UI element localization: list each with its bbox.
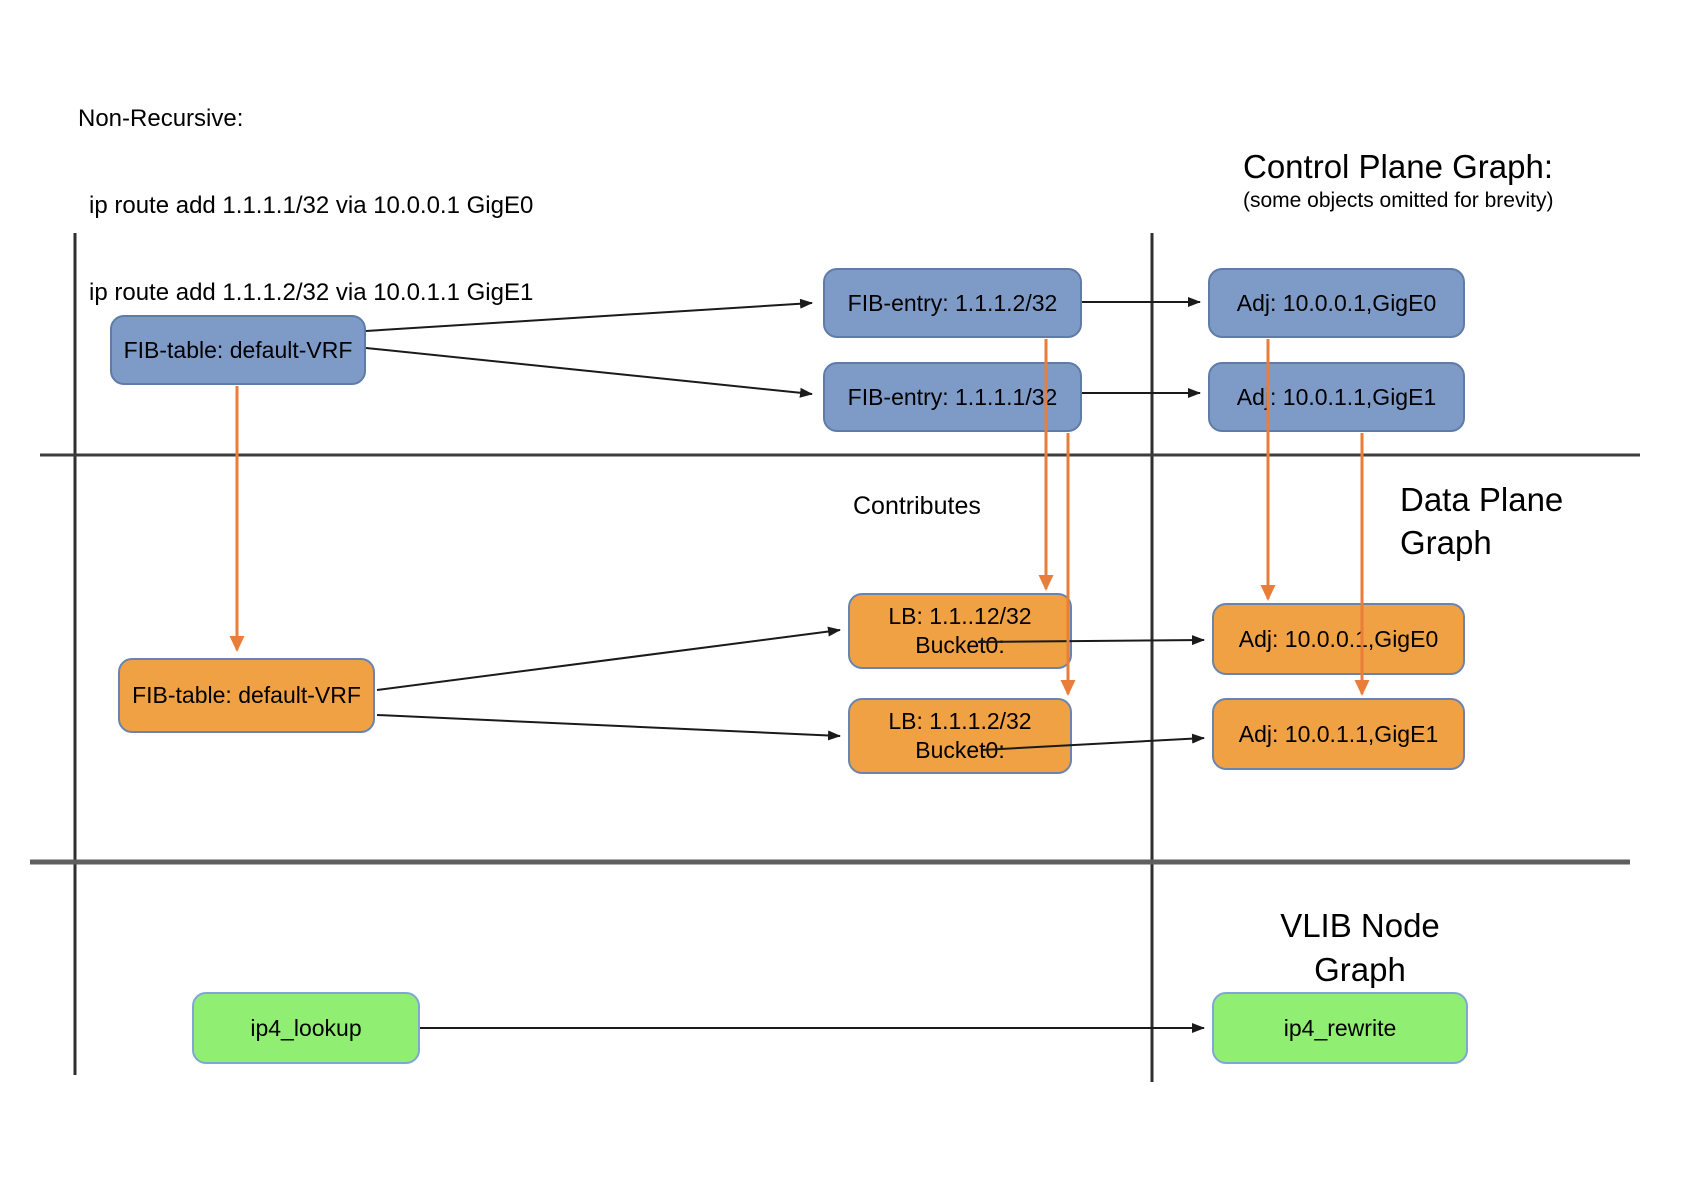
vlib-title-line2: Graph — [1314, 951, 1406, 988]
control-plane-title-block: Control Plane Graph: (some objects omitt… — [1243, 148, 1643, 213]
data-plane-title-line2: Graph — [1400, 524, 1492, 561]
node-label: FIB-entry: 1.1.1.2/32 — [847, 289, 1058, 316]
node-label: FIB-table: default-VRF — [132, 682, 361, 709]
node-label: FIB-table: default-VRF — [123, 336, 353, 363]
node-label: Adj: 10.0.0.1,GigE0 — [1236, 289, 1437, 316]
node-label: Adj: 10.0.0.1,GigE0 — [1238, 625, 1439, 652]
data-plane-title: Data Plane Graph — [1400, 478, 1563, 564]
node-load-balance-1: LB: 1.1..12/32 Bucket0: — [848, 593, 1072, 669]
node-label: Adj: 10.0.1.1,GigE1 — [1236, 383, 1437, 410]
node-label: FIB-entry: 1.1.1.1/32 — [847, 383, 1058, 410]
node-ip4-lookup: ip4_lookup — [192, 992, 420, 1064]
node-load-balance-2: LB: 1.1.1.2/32 Bucket0: — [848, 698, 1072, 774]
node-adj-control-gige0: Adj: 10.0.0.1,GigE0 — [1208, 268, 1465, 338]
node-fib-table-control-plane: FIB-table: default-VRF — [110, 315, 366, 385]
node-label: LB: 1.1.1.2/32 Bucket0: — [888, 707, 1031, 765]
node-adj-control-gige1: Adj: 10.0.1.1,GigE1 — [1208, 362, 1465, 432]
arrow-dpfibtable-to-lb1 — [376, 626, 841, 691]
node-label: Adj: 10.0.1.1,GigE1 — [1238, 720, 1439, 747]
note-title: Non-Recursive: — [78, 105, 244, 132]
node-label: LB: 1.1..12/32 Bucket0: — [888, 602, 1031, 660]
node-ip4-rewrite: ip4_rewrite — [1212, 992, 1468, 1064]
node-fib-entry-1112: FIB-entry: 1.1.1.2/32 — [823, 268, 1082, 338]
node-adj-data-gige1: Adj: 10.0.1.1,GigE1 — [1212, 698, 1465, 770]
note-line-1: ip route add 1.1.1.1/32 via 10.0.0.1 Gig… — [89, 192, 534, 219]
node-label: ip4_lookup — [250, 1014, 362, 1041]
lb1-line1: LB: 1.1..12/32 — [888, 603, 1032, 630]
contributes-label: Contributes — [853, 492, 981, 520]
node-fib-table-data-plane: FIB-table: default-VRF — [118, 658, 375, 733]
route-config-note: Non-Recursive: ip route add 1.1.1.1/32 v… — [78, 46, 533, 365]
node-label: ip4_rewrite — [1283, 1014, 1397, 1041]
control-plane-title: Control Plane Graph: — [1243, 148, 1554, 185]
lb1-line2: Bucket0: — [915, 632, 1005, 658]
data-plane-title-line1: Data Plane — [1400, 481, 1564, 518]
control-plane-subtitle: (some objects omitted for brevity) — [1243, 189, 1554, 212]
lb2-line2: Bucket0: — [915, 737, 1005, 763]
vlib-title-line1: VLIB Node — [1280, 907, 1440, 944]
vlib-node-graph-title: VLIB Node Graph — [1220, 904, 1500, 992]
note-line-2: ip route add 1.1.1.2/32 via 10.0.1.1 Gig… — [89, 279, 534, 306]
lb2-line1: LB: 1.1.1.2/32 — [888, 708, 1032, 735]
node-adj-data-gige0: Adj: 10.0.0.1,GigE0 — [1212, 603, 1465, 675]
node-fib-entry-1111: FIB-entry: 1.1.1.1/32 — [823, 362, 1082, 432]
arrow-dpfibtable-to-lb2 — [376, 714, 841, 741]
